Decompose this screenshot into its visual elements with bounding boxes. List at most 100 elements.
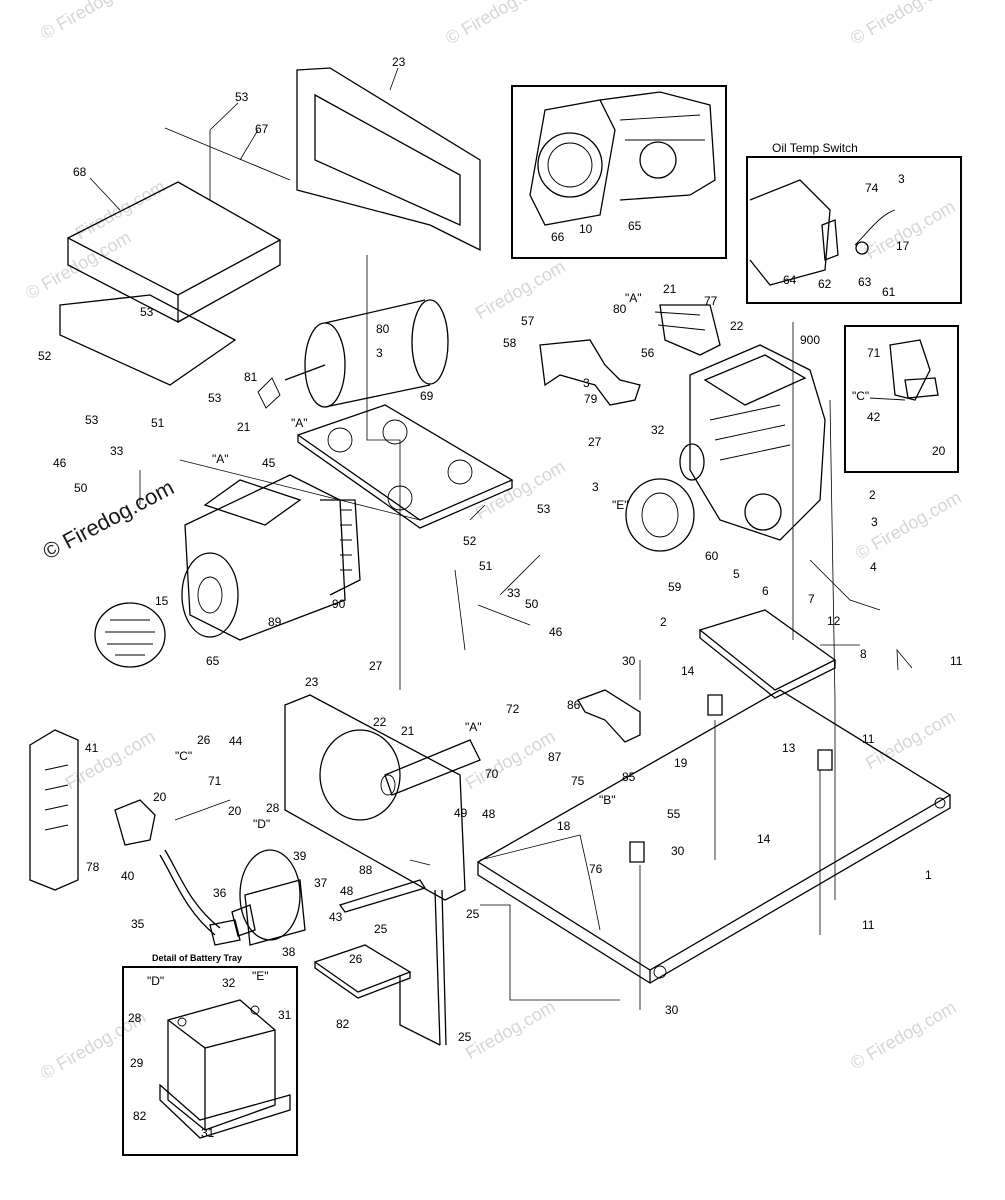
callout-label: 14	[757, 832, 771, 846]
callout-label: 65	[628, 219, 642, 233]
control-panel	[29, 729, 79, 891]
callout-label: 27	[369, 659, 383, 673]
callout-label: 71	[208, 774, 222, 788]
callout-label: 2	[869, 488, 876, 502]
callout-label: 10	[579, 222, 593, 236]
watermark-text: © Firedog.com	[37, 0, 149, 43]
callout-label: 30	[671, 844, 685, 858]
watermark-text: © Firedog.com	[442, 0, 554, 48]
callout-label: 11	[950, 654, 963, 668]
callout-label: 26	[197, 733, 211, 747]
callout-label: 41	[85, 741, 99, 755]
callout-label: 3	[376, 346, 383, 360]
callout-label: 82	[133, 1109, 147, 1123]
callout-label: 44	[229, 734, 243, 748]
callout-label: 70	[485, 767, 499, 781]
callout-label: 37	[314, 876, 328, 890]
callout-label: 33	[507, 586, 521, 600]
callout-label: 25	[374, 922, 388, 936]
callout-label: "C"	[175, 749, 192, 763]
callout-label: "E"	[612, 498, 629, 512]
callout-label: 3	[871, 515, 878, 529]
callout-label: 79	[584, 392, 598, 406]
callout-label: 52	[38, 349, 52, 363]
battery-tray-title: Detail of Battery Tray	[152, 953, 242, 963]
watermark-text: © Firedog.com	[39, 474, 178, 564]
callout-label: 31	[201, 1126, 215, 1140]
callout-label: 85	[622, 770, 636, 784]
callout-label: 21	[237, 420, 251, 434]
callout-label: "A"	[465, 720, 482, 734]
callout-label: 62	[818, 277, 832, 291]
engine-mount-plate	[698, 609, 837, 699]
callout-label: 53	[208, 391, 222, 405]
callout-label: 69	[420, 389, 434, 403]
callout-label: 53	[140, 305, 154, 319]
callout-label: 55	[667, 807, 681, 821]
engine-detail-inset	[511, 85, 727, 259]
callout-label: 39	[293, 849, 307, 863]
callout-label: 63	[858, 275, 872, 289]
callout-label: 26	[349, 952, 363, 966]
callout-label: 31	[278, 1008, 292, 1022]
callout-label: "B"	[599, 793, 616, 807]
callout-label: 17	[896, 239, 910, 253]
callout-label: 89	[268, 615, 282, 629]
fuel-bracket	[577, 689, 641, 743]
callout-label: 46	[53, 456, 67, 470]
battery-tray-inset: Detail of Battery Tray	[122, 953, 298, 1156]
callout-label: 64	[783, 273, 797, 287]
callout-label: 25	[458, 1030, 472, 1044]
callout-label: 87	[548, 750, 562, 764]
callout-label: 45	[262, 456, 276, 470]
callout-label: 20	[932, 444, 946, 458]
callout-label: 4	[870, 560, 877, 574]
callout-label: 42	[867, 410, 881, 424]
callout-label: 38	[282, 945, 296, 959]
gasket	[625, 478, 695, 552]
callout-label: 14	[681, 664, 695, 678]
callout-label: 23	[392, 55, 406, 69]
callout-label: 68	[73, 165, 87, 179]
callout-label: 49	[454, 806, 468, 820]
battery-strap	[338, 879, 447, 1046]
callout-label: 5	[733, 567, 740, 581]
callout-label: 6	[762, 584, 769, 598]
callout-label: 66	[551, 230, 565, 244]
callout-label: "A"	[625, 291, 642, 305]
callout-label: 59	[668, 580, 682, 594]
callout-label: 77	[704, 294, 718, 308]
fan-guard	[94, 602, 166, 668]
callout-label: 900	[800, 333, 820, 347]
callout-label: 22	[373, 715, 387, 729]
exhaust-pipes	[539, 304, 721, 406]
callout-label: 81	[244, 370, 258, 384]
watermark-text: Firedog.com	[462, 726, 559, 793]
callout-label: 61	[882, 285, 896, 299]
callout-label: 7	[808, 592, 815, 606]
callout-label: 90	[332, 597, 346, 611]
base-frame	[476, 689, 952, 984]
callout-label: 80	[376, 322, 390, 336]
callout-label: 15	[155, 594, 169, 608]
callout-label: 52	[463, 534, 477, 548]
callout-label: 76	[589, 862, 603, 876]
callout-label: 43	[329, 910, 343, 924]
callout-label: 8	[860, 647, 867, 661]
callout-label: 1	[925, 868, 932, 882]
callout-label: 22	[730, 319, 744, 333]
callout-label: 13	[782, 741, 796, 755]
vibration-isolators	[629, 694, 833, 863]
callout-label: 48	[482, 807, 496, 821]
callout-label: 56	[641, 346, 655, 360]
callout-label: 23	[305, 675, 319, 689]
callout-label: 67	[255, 122, 269, 136]
watermark-text: © Firedog.com	[847, 0, 959, 48]
callout-label: 21	[401, 724, 415, 738]
callout-label: 32	[222, 976, 236, 990]
enclosure-roof-panel	[59, 127, 291, 386]
watermark-text: Firedog.com	[462, 996, 559, 1063]
callout-label: 58	[503, 336, 517, 350]
callout-label: 19	[674, 756, 688, 770]
